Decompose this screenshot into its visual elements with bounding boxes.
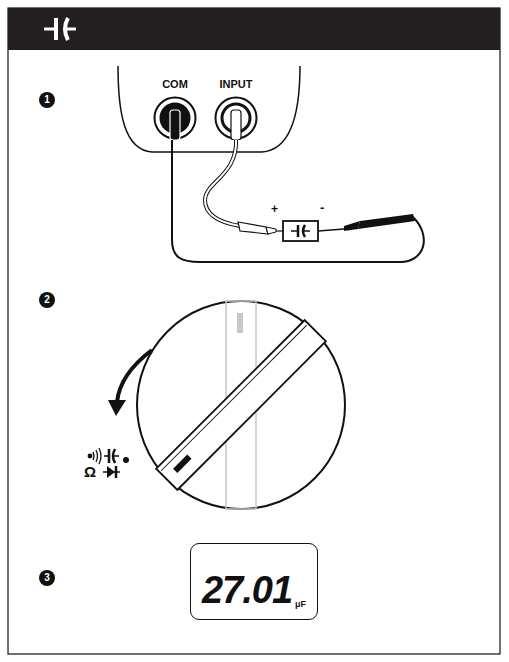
capacitor-box	[283, 221, 318, 241]
meter-housing	[118, 66, 300, 152]
diode-symbol	[103, 466, 120, 478]
com-probe-tip	[318, 229, 344, 231]
function-symbol: Ω	[84, 464, 96, 479]
rotary-dial	[137, 301, 345, 509]
panel-border	[8, 8, 500, 654]
com-probe-grip	[344, 221, 360, 231]
lcd-display: 27.01μF	[190, 543, 318, 620]
com-lead	[172, 139, 424, 262]
polarity-sign: -	[320, 201, 324, 214]
com-probe	[358, 214, 415, 229]
jack-label: COM	[153, 78, 197, 91]
rotation-arrowhead	[108, 400, 126, 416]
header-bar	[8, 8, 500, 50]
input-probe	[238, 222, 268, 234]
unit-label: μF	[295, 599, 306, 609]
input-jack: INPUT	[211, 78, 261, 140]
capacitor-symbol	[44, 18, 76, 40]
capacitor-symbol	[291, 225, 310, 237]
previous-pointer	[237, 313, 243, 333]
lcd-reading: 27.01	[202, 571, 292, 609]
continuity-symbol	[88, 448, 101, 464]
com-jack: COM	[153, 78, 197, 140]
polarity-sign: +	[271, 203, 278, 215]
selector-knob	[156, 320, 326, 490]
jack-socket	[153, 96, 197, 140]
callout-number: 2	[39, 292, 55, 308]
input-probe-grip	[266, 227, 276, 234]
position-dot	[123, 457, 129, 463]
capacitance-symbol	[104, 449, 119, 463]
input-lead	[205, 139, 240, 226]
callout-number: 3	[39, 570, 55, 586]
rotation-arrow	[117, 350, 152, 402]
jack-label: INPUT	[211, 78, 261, 91]
input-lead-core	[205, 139, 240, 226]
input-probe-tip	[276, 230, 283, 231]
callout-number: 1	[39, 92, 55, 108]
jack-socket	[214, 96, 258, 140]
